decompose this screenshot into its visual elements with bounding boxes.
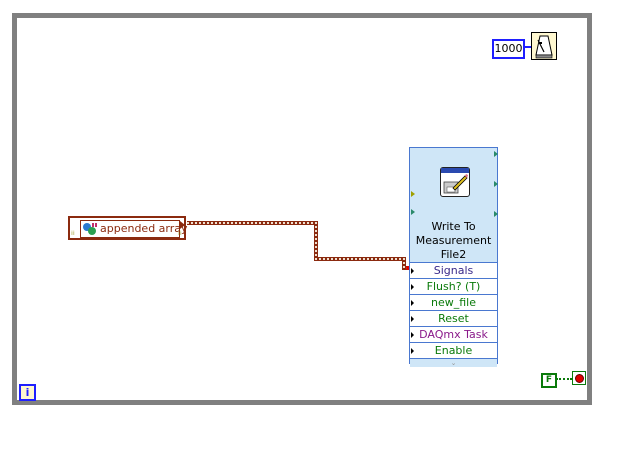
input-reset[interactable]: Reset <box>410 310 497 326</box>
input-label: Reset <box>438 312 469 325</box>
input-arrow-icon <box>411 332 414 338</box>
cluster-constant[interactable]: ⁞⁞ appended array ⁞⁞ <box>68 216 188 240</box>
input-arrow-icon <box>411 300 414 306</box>
stop-sign-icon[interactable] <box>572 371 586 385</box>
title-line: Measurement <box>415 234 492 247</box>
input-terminal[interactable] <box>411 209 415 215</box>
input-label: Enable <box>434 344 473 357</box>
input-label: Flush? (T) <box>426 280 481 293</box>
input-label: DAQmx Task <box>419 328 488 341</box>
input-daqmx-task[interactable]: DAQmx Task <box>410 326 497 342</box>
input-arrow-icon <box>411 268 414 274</box>
input-arrow-icon <box>411 348 414 354</box>
title-line: File2 <box>440 248 467 261</box>
boolean-wire[interactable] <box>556 378 572 380</box>
numeric-wire[interactable] <box>523 46 531 48</box>
express-vi-inputs: Signals Flush? (T) new_file Reset DAQmx … <box>410 262 497 367</box>
input-arrow-icon <box>411 316 414 322</box>
terminal-marker-left: ⁞⁞ <box>71 230 75 237</box>
input-terminal[interactable] <box>411 191 415 197</box>
input-label: new_file <box>431 296 476 309</box>
input-arrow-icon <box>411 284 414 290</box>
output-terminal-arrow[interactable] <box>180 221 185 229</box>
while-loop-frame[interactable] <box>12 13 592 405</box>
input-enable[interactable]: Enable <box>410 342 497 358</box>
write-file-pencil-icon <box>440 167 470 197</box>
input-signals[interactable]: Signals <box>410 262 497 278</box>
input-flush[interactable]: Flush? (T) <box>410 278 497 294</box>
expand-chevron-icon[interactable]: ⌄ <box>410 358 497 367</box>
express-vi-title: Write To Measurement File2 <box>410 220 497 262</box>
iteration-terminal[interactable]: i <box>19 384 36 401</box>
cluster-element[interactable]: appended array <box>80 220 188 238</box>
title-line: Write To <box>431 220 476 233</box>
wait-ms-constant[interactable]: 1000 <box>492 39 525 59</box>
output-terminal[interactable] <box>494 181 498 187</box>
metronome-icon <box>535 35 553 59</box>
input-label: Signals <box>433 264 474 277</box>
stop-dot <box>575 374 584 383</box>
wait-function-node[interactable] <box>531 32 557 60</box>
output-terminal[interactable] <box>494 151 498 157</box>
output-terminal[interactable] <box>494 211 498 217</box>
globe-cluster-icon <box>83 223 97 235</box>
cluster-label: appended array <box>100 222 188 235</box>
terminal-marker-right: ⁞⁞ <box>178 230 182 237</box>
input-new-file[interactable]: new_file <box>410 294 497 310</box>
false-constant[interactable]: F <box>541 373 557 388</box>
write-to-measurement-file-express-vi[interactable]: Write To Measurement File2 Signals Flush… <box>409 147 498 367</box>
